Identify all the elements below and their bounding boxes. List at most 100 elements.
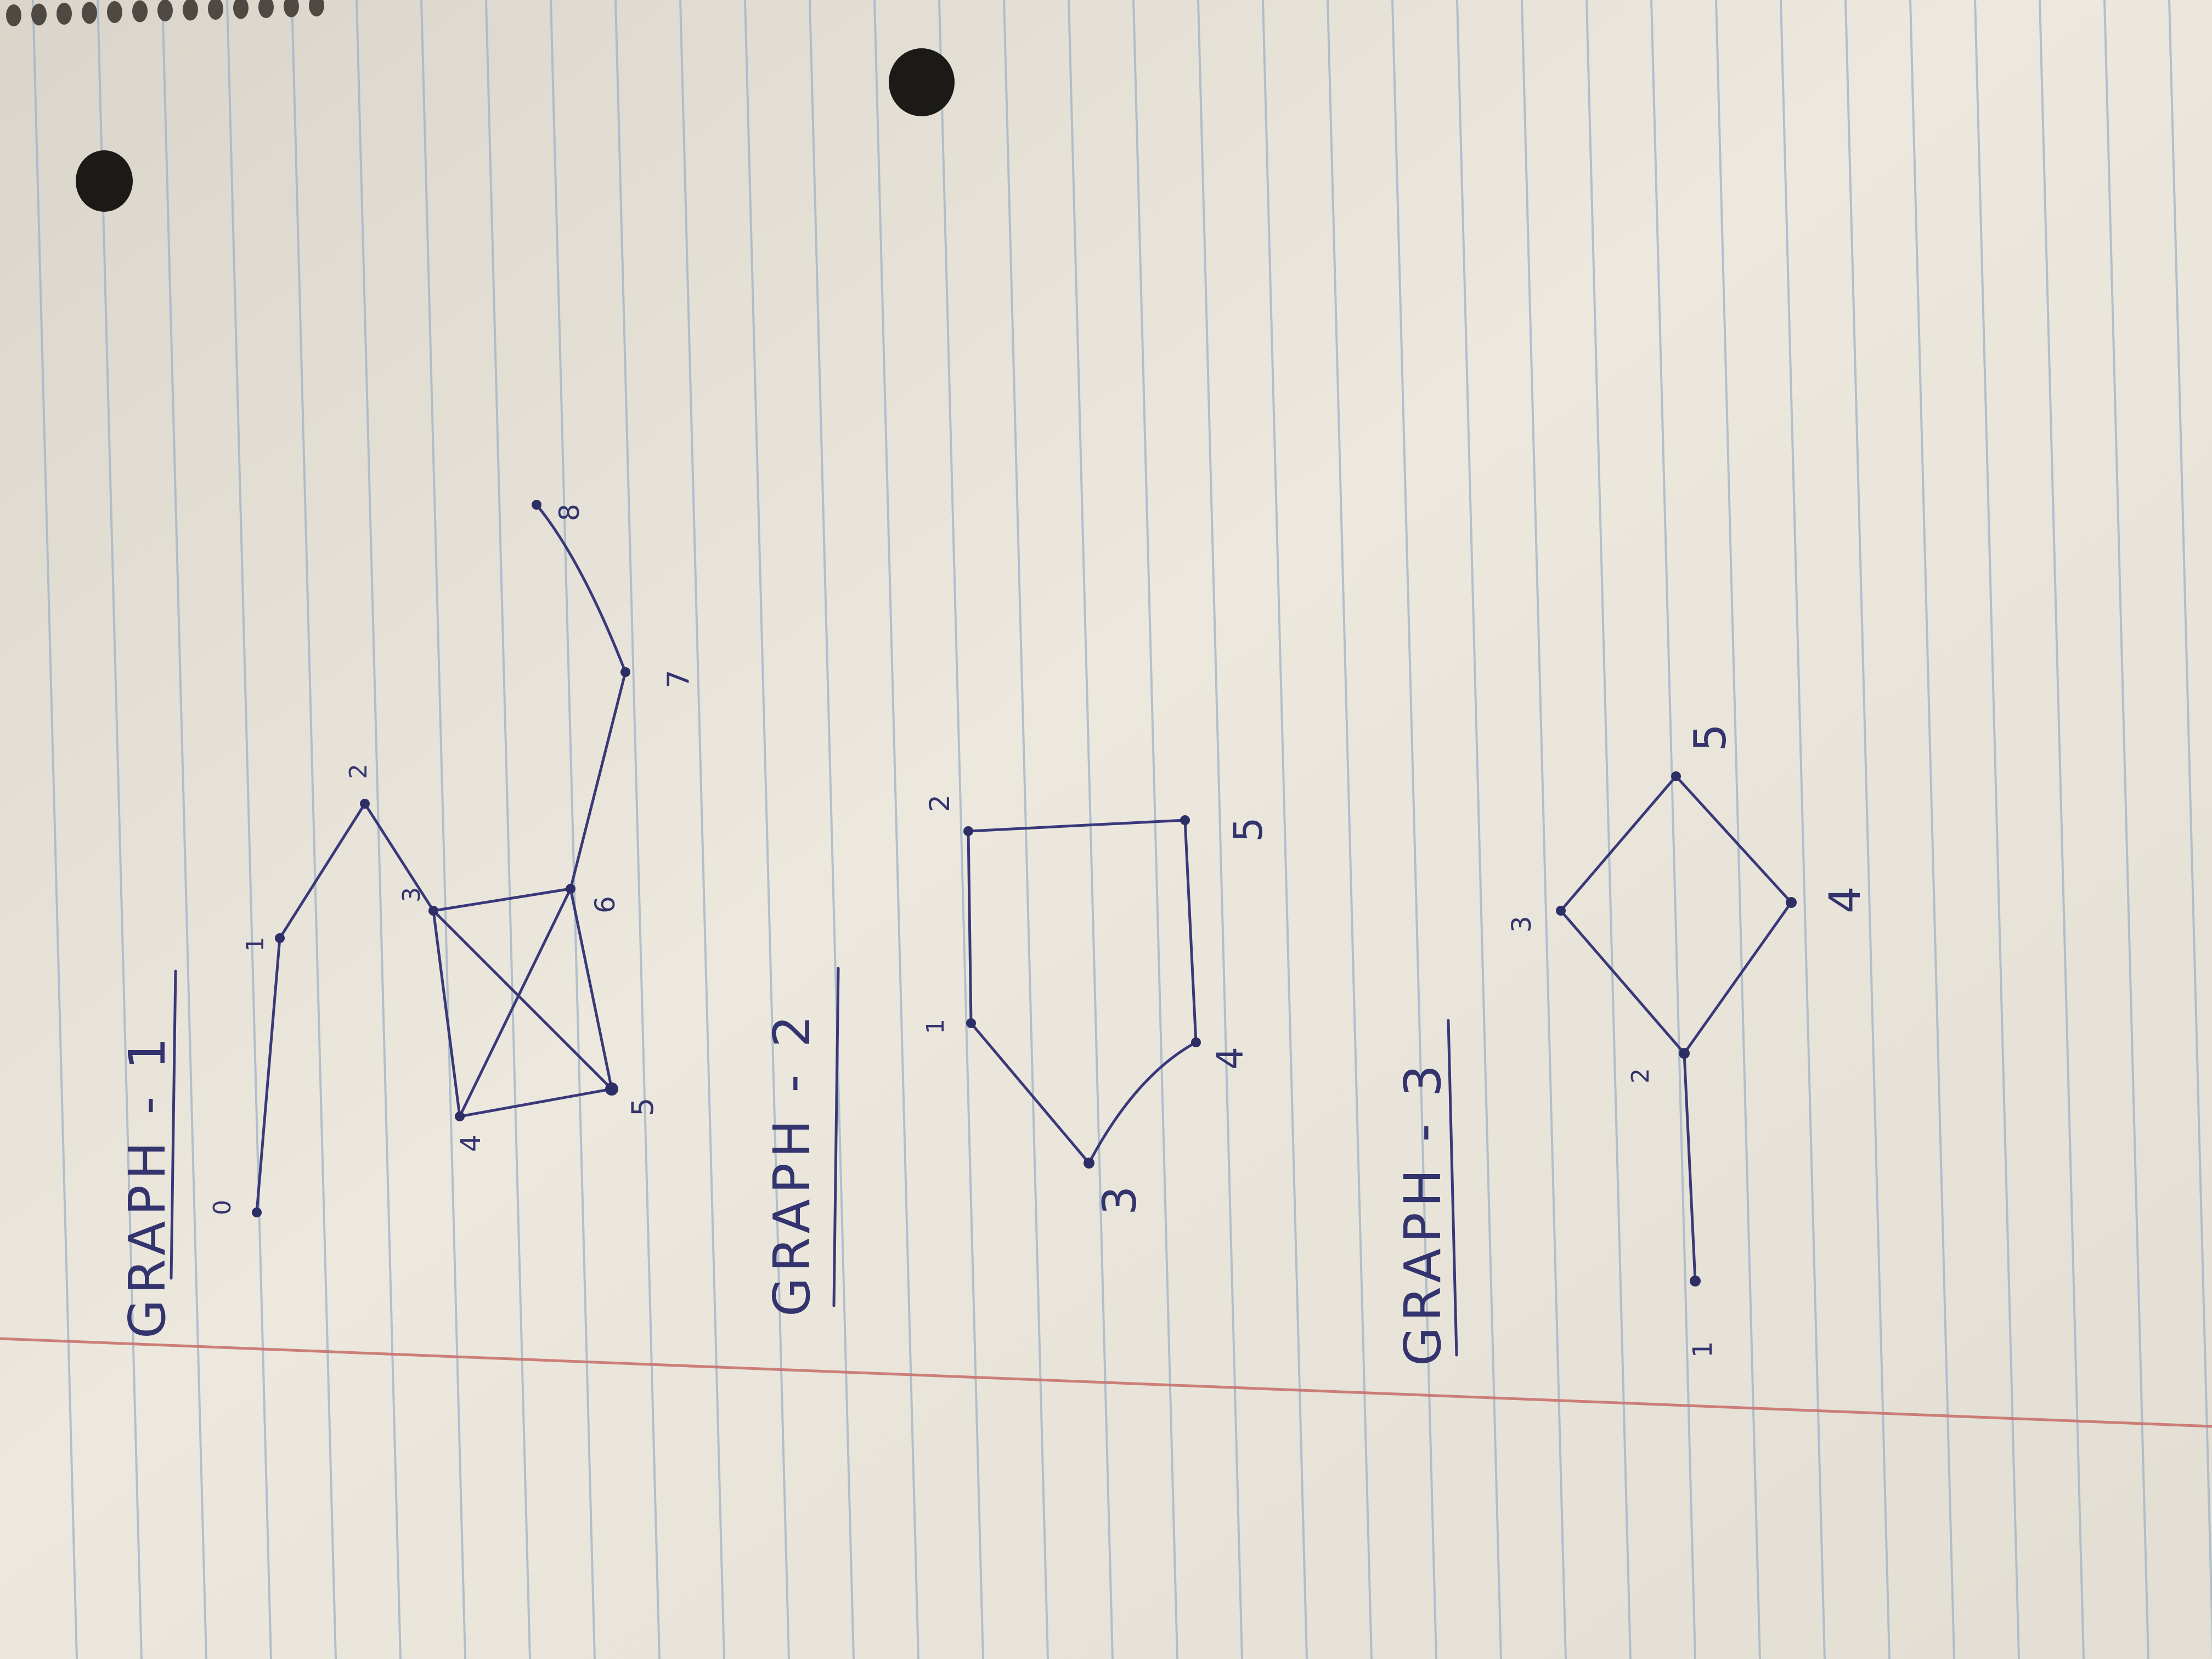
graph-1-node-2 [360,799,370,809]
ruled-line [226,0,272,1659]
ruled-line [679,0,725,1659]
graph-1-edge-3-5 [432,909,613,1091]
ruled-line [161,0,207,1659]
graph-3-title-underline [1447,1019,1458,1357]
ruled-line [1650,0,1696,1659]
graph-2-edge-3-1 [969,1022,1091,1165]
graph-3-edge-1-2 [1683,1052,1697,1283]
spiral-loop [157,0,173,21]
graph-3-label-1: 1 [1688,1341,1718,1358]
ruled-line [356,0,402,1659]
ruled-line [1456,0,1502,1659]
ruled-lines [32,0,2212,1659]
graph-3-node-4 [1786,897,1797,908]
graph-3-node-1 [1690,1276,1701,1286]
graph-2-node-1 [966,1018,976,1028]
graph-1-label-0: 0 [208,1200,236,1215]
graph-2-title: GRAPH - 2 [763,1010,821,1317]
spiral-loop [6,4,21,26]
spiral-binding [6,0,324,26]
graph-1-edge-6-7 [569,670,627,890]
graph-1-node-7 [620,667,630,677]
spiral-loop [31,3,47,26]
graph-3-edge-3-5 [1559,775,1678,912]
graph-2-node-3 [1084,1158,1094,1169]
ruled-line [614,0,661,1659]
graph-2-title-underline [832,967,840,1307]
graph-1-label-7: 7 [661,670,696,689]
graph-3-title: GRAPH - 3 [1393,1059,1452,1366]
graph-3-label-3: 3 [1506,916,1537,933]
graph-1-node-1 [275,933,285,943]
ruled-line [485,0,531,1659]
ruled-line [32,0,78,1659]
graph-3-edge-2-3 [1559,909,1686,1055]
graph-3-label-5: 5 [1685,724,1736,752]
graph-1-node-0 [252,1207,262,1217]
graph-1-edge-3-6 [432,887,572,912]
graph-1-label-4: 4 [455,1135,487,1152]
graph-2-node-4 [1191,1037,1201,1047]
spiral-loop [258,0,274,18]
graph-2: GRAPH - 2 1 2 3 4 5 [763,794,1271,1317]
ruled-line [809,0,855,1659]
ruled-line [1132,0,1178,1659]
graph-3-node-2 [1679,1048,1690,1059]
graph-1-edge-1-2 [278,802,366,940]
graph-2-label-3: 3 [1093,1186,1147,1215]
spiral-loop [82,2,97,24]
graph-3-label-2: 2 [1627,1068,1655,1084]
spiral-loop [183,0,198,21]
graph-1: GRAPH - 1 0 1 [118,500,696,1339]
graph-1-title: GRAPH - 1 [118,1032,177,1339]
graph-1-node-5 [605,1082,618,1096]
ruled-line [938,0,984,1659]
ruled-line [1585,0,1632,1659]
ruled-line [744,0,790,1659]
ruled-line [550,0,596,1659]
ruled-line [1327,0,1373,1659]
graph-2-label-4: 4 [1209,1047,1251,1070]
graph-1-node-4 [455,1111,465,1121]
spiral-loop [107,1,122,23]
ruled-line [1780,0,1826,1659]
graph-1-edge-0-1 [255,936,281,1214]
graph-2-node-5 [1180,815,1190,825]
graph-2-edge-4-3 [1087,1041,1198,1165]
graph-2-label-5: 5 [1225,817,1271,842]
ruled-line [1197,0,1243,1659]
graph-1-edge-4-6 [458,887,572,1118]
graph-3-node-5 [1671,771,1681,781]
ruled-line [1715,0,1761,1659]
graph-1-label-5: 5 [625,1098,660,1116]
spiral-loop [309,0,324,16]
graph-2-label-2: 2 [924,794,956,812]
graph-1-node-8 [532,500,541,510]
graph-1-edge-5-6 [569,887,613,1091]
punch-hole [889,48,955,116]
graph-3-edge-4-2 [1683,901,1793,1055]
graph-1-edge-3-4 [432,909,461,1118]
ruled-line [420,0,466,1659]
ruled-line [291,0,337,1659]
punch-hole [76,150,133,212]
graph-3-edge-5-4 [1674,775,1793,904]
ruled-line [1974,0,2020,1659]
ruled-line [1909,0,1955,1659]
ruled-line [1521,0,1567,1659]
graph-2-label-1: 1 [922,1019,950,1034]
graph-1-edge-7-8 [535,503,627,674]
spiral-loop [57,3,72,25]
ruled-line [2168,0,2212,1659]
graph-1-edge-2-3 [363,802,435,912]
ruled-line [2103,0,2149,1659]
ruled-line [97,0,143,1659]
graph-2-edge-2-5 [967,819,1187,833]
graph-1-label-1: 1 [241,936,269,952]
spiral-loop [284,0,299,18]
graph-1-label-8: 8 [554,504,585,521]
graph-2-edge-1-2 [967,830,973,1025]
ruled-line [2039,0,2085,1659]
ruled-line [1391,0,1437,1659]
